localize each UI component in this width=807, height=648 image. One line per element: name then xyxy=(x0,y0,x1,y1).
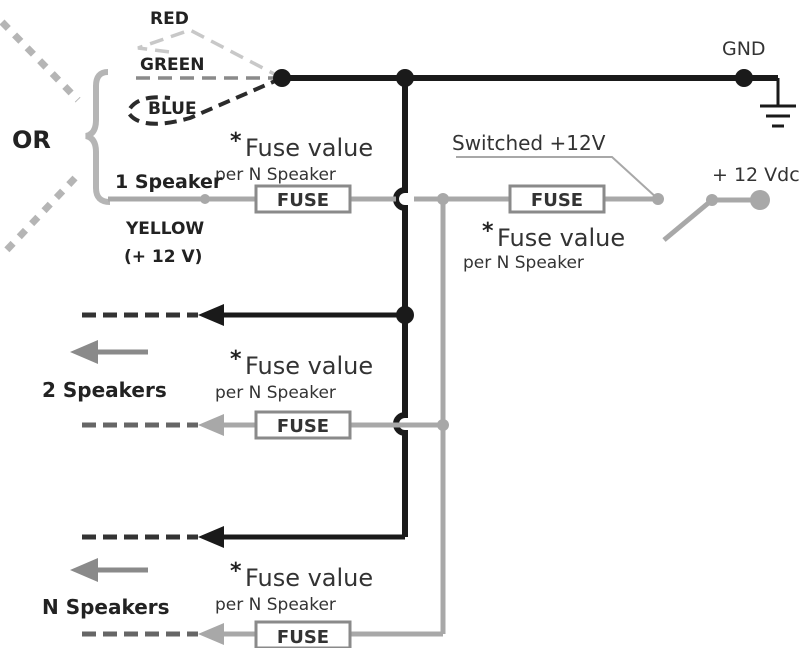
left-arrow-icon xyxy=(198,526,224,548)
green-label: GREEN xyxy=(140,55,205,75)
svg-text:per N Speaker: per N Speaker xyxy=(215,383,336,403)
left-arrow-icon xyxy=(198,414,224,436)
fuse-note-speaker-1: * Fuse value per N Speaker xyxy=(215,129,373,185)
junction-gnd xyxy=(735,69,753,87)
wire-group-brace xyxy=(85,69,111,205)
switched-leader xyxy=(456,156,659,200)
or-dotted-line-upper xyxy=(0,19,81,103)
fuse-speaker-2: FUSE xyxy=(254,410,352,440)
fuse-note-speaker-n: * Fuse value per N Speaker xyxy=(215,559,373,615)
blue-wire xyxy=(125,76,283,126)
switched-label: Switched +12V xyxy=(452,131,606,155)
fuse-speaker-n: FUSE xyxy=(254,620,352,648)
left-arrow-icon xyxy=(198,304,224,326)
gnd-label: GND xyxy=(722,38,766,60)
supply-label: + 12 Vdc xyxy=(712,164,800,186)
or-label: OR xyxy=(12,126,51,154)
fuse-note-speaker-2: * Fuse value per N Speaker xyxy=(215,347,373,403)
svg-text:per N Speaker: per N Speaker xyxy=(215,595,336,615)
svg-text:*: * xyxy=(230,559,242,584)
red-wire xyxy=(137,28,283,80)
blue-label: BLUE xyxy=(148,99,197,119)
ground-symbol-icon xyxy=(760,78,796,128)
switch-icon xyxy=(662,190,770,242)
svg-text:Fuse value: Fuse value xyxy=(245,564,373,592)
svg-text:per N Speaker: per N Speaker xyxy=(215,165,336,185)
svg-text:*: * xyxy=(230,347,242,372)
svg-text:Fuse value: Fuse value xyxy=(245,134,373,162)
junction-ground-left xyxy=(273,69,291,87)
svg-text:FUSE: FUSE xyxy=(277,416,329,437)
junction-power-speaker1 xyxy=(200,194,210,204)
speaker-2-label: 2 Speakers xyxy=(42,378,167,402)
speaker-n-label: N Speakers xyxy=(42,595,170,619)
svg-text:per N Speaker: per N Speaker xyxy=(463,253,584,273)
svg-text:FUSE: FUSE xyxy=(277,627,329,648)
svg-text:*: * xyxy=(230,129,242,154)
svg-text:*: * xyxy=(482,219,494,244)
fuse-main: FUSE xyxy=(508,184,606,214)
yellow-label: YELLOW xyxy=(125,219,204,239)
svg-text:Fuse value: Fuse value xyxy=(245,352,373,380)
left-arrow-icon xyxy=(198,623,224,645)
fuse-speaker-1: FUSE xyxy=(254,184,352,214)
red-label: RED xyxy=(150,9,189,29)
svg-text:Fuse value: Fuse value xyxy=(497,224,625,252)
left-arrow-icon xyxy=(70,340,148,364)
yellow-voltage-label: (+ 12 V) xyxy=(124,247,202,267)
svg-text:FUSE: FUSE xyxy=(277,190,329,211)
fuse-note-main: * Fuse value per N Speaker xyxy=(463,219,625,273)
left-arrow-icon xyxy=(70,558,148,582)
svg-text:FUSE: FUSE xyxy=(531,190,583,211)
switch-contact-left xyxy=(652,193,664,205)
speaker-1-label: 1 Speaker xyxy=(115,171,223,193)
or-dotted-line-lower xyxy=(0,175,78,258)
